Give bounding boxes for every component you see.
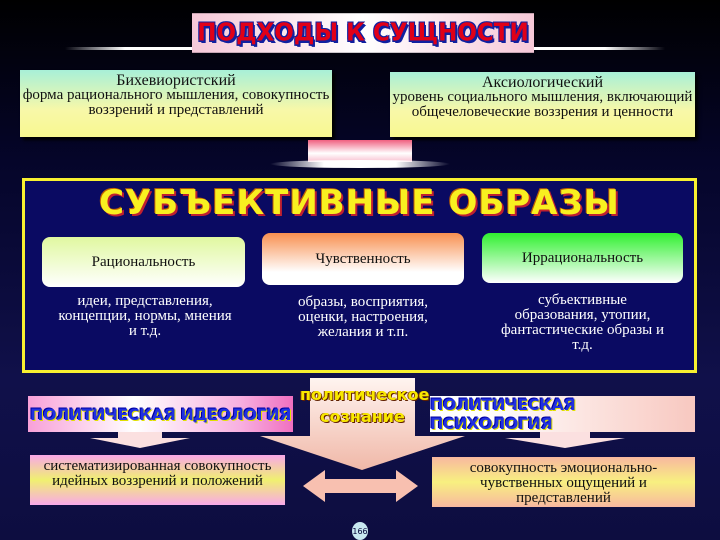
down-arrow-left	[90, 432, 190, 448]
psychology-description: совокупность эмоционально-чувственных ощ…	[432, 457, 695, 507]
category-rationality: Рациональность	[42, 237, 245, 287]
approach-name: Бихевиористский	[116, 72, 236, 89]
category-description: идеи, представления, концепции, нормы, м…	[58, 293, 232, 339]
double-arrow-icon	[303, 470, 418, 502]
approach-axiological: Аксиологический уровень социального мышл…	[390, 72, 695, 137]
political-ideology-label: ПОЛИТИЧЕСКАЯ ИДЕОЛОГИЯ	[28, 396, 293, 432]
approach-text: форма рационального мышления, совокупнос…	[22, 87, 330, 118]
approach-behaviorist: Бихевиористский форма рационального мышл…	[20, 70, 332, 137]
approach-text: уровень социального мышления, включающий…	[392, 89, 693, 120]
page-number: 166	[352, 522, 368, 540]
page-title: ПОДХОДЫ К СУЩНОСТИ	[192, 13, 534, 53]
section-title: СУБЪЕКТИВНЫЕ ОБРАЗЫ	[99, 183, 620, 223]
center-line-2: сознание	[320, 407, 405, 426]
category-sensuality: Чувственность	[262, 233, 464, 285]
category-irrationality: Иррациональность	[482, 233, 683, 283]
connector-base	[270, 160, 450, 168]
political-psychology-label: ПОЛИТИЧЕСКАЯ ПСИХОЛОГИЯ	[430, 395, 695, 433]
approach-name: Аксиологический	[481, 74, 604, 91]
connector	[308, 140, 412, 162]
ideology-description: систематизированная совокупность идейных…	[30, 455, 285, 505]
category-description: образы, восприятия, оценки, настроения, …	[298, 294, 428, 340]
political-consciousness: политическое сознание	[300, 384, 430, 428]
category-description: субъективные образования, утопии, фантас…	[500, 292, 665, 353]
down-arrow-right	[505, 432, 625, 448]
center-line-1: политическое	[300, 385, 430, 404]
down-arrow-center	[260, 378, 465, 470]
